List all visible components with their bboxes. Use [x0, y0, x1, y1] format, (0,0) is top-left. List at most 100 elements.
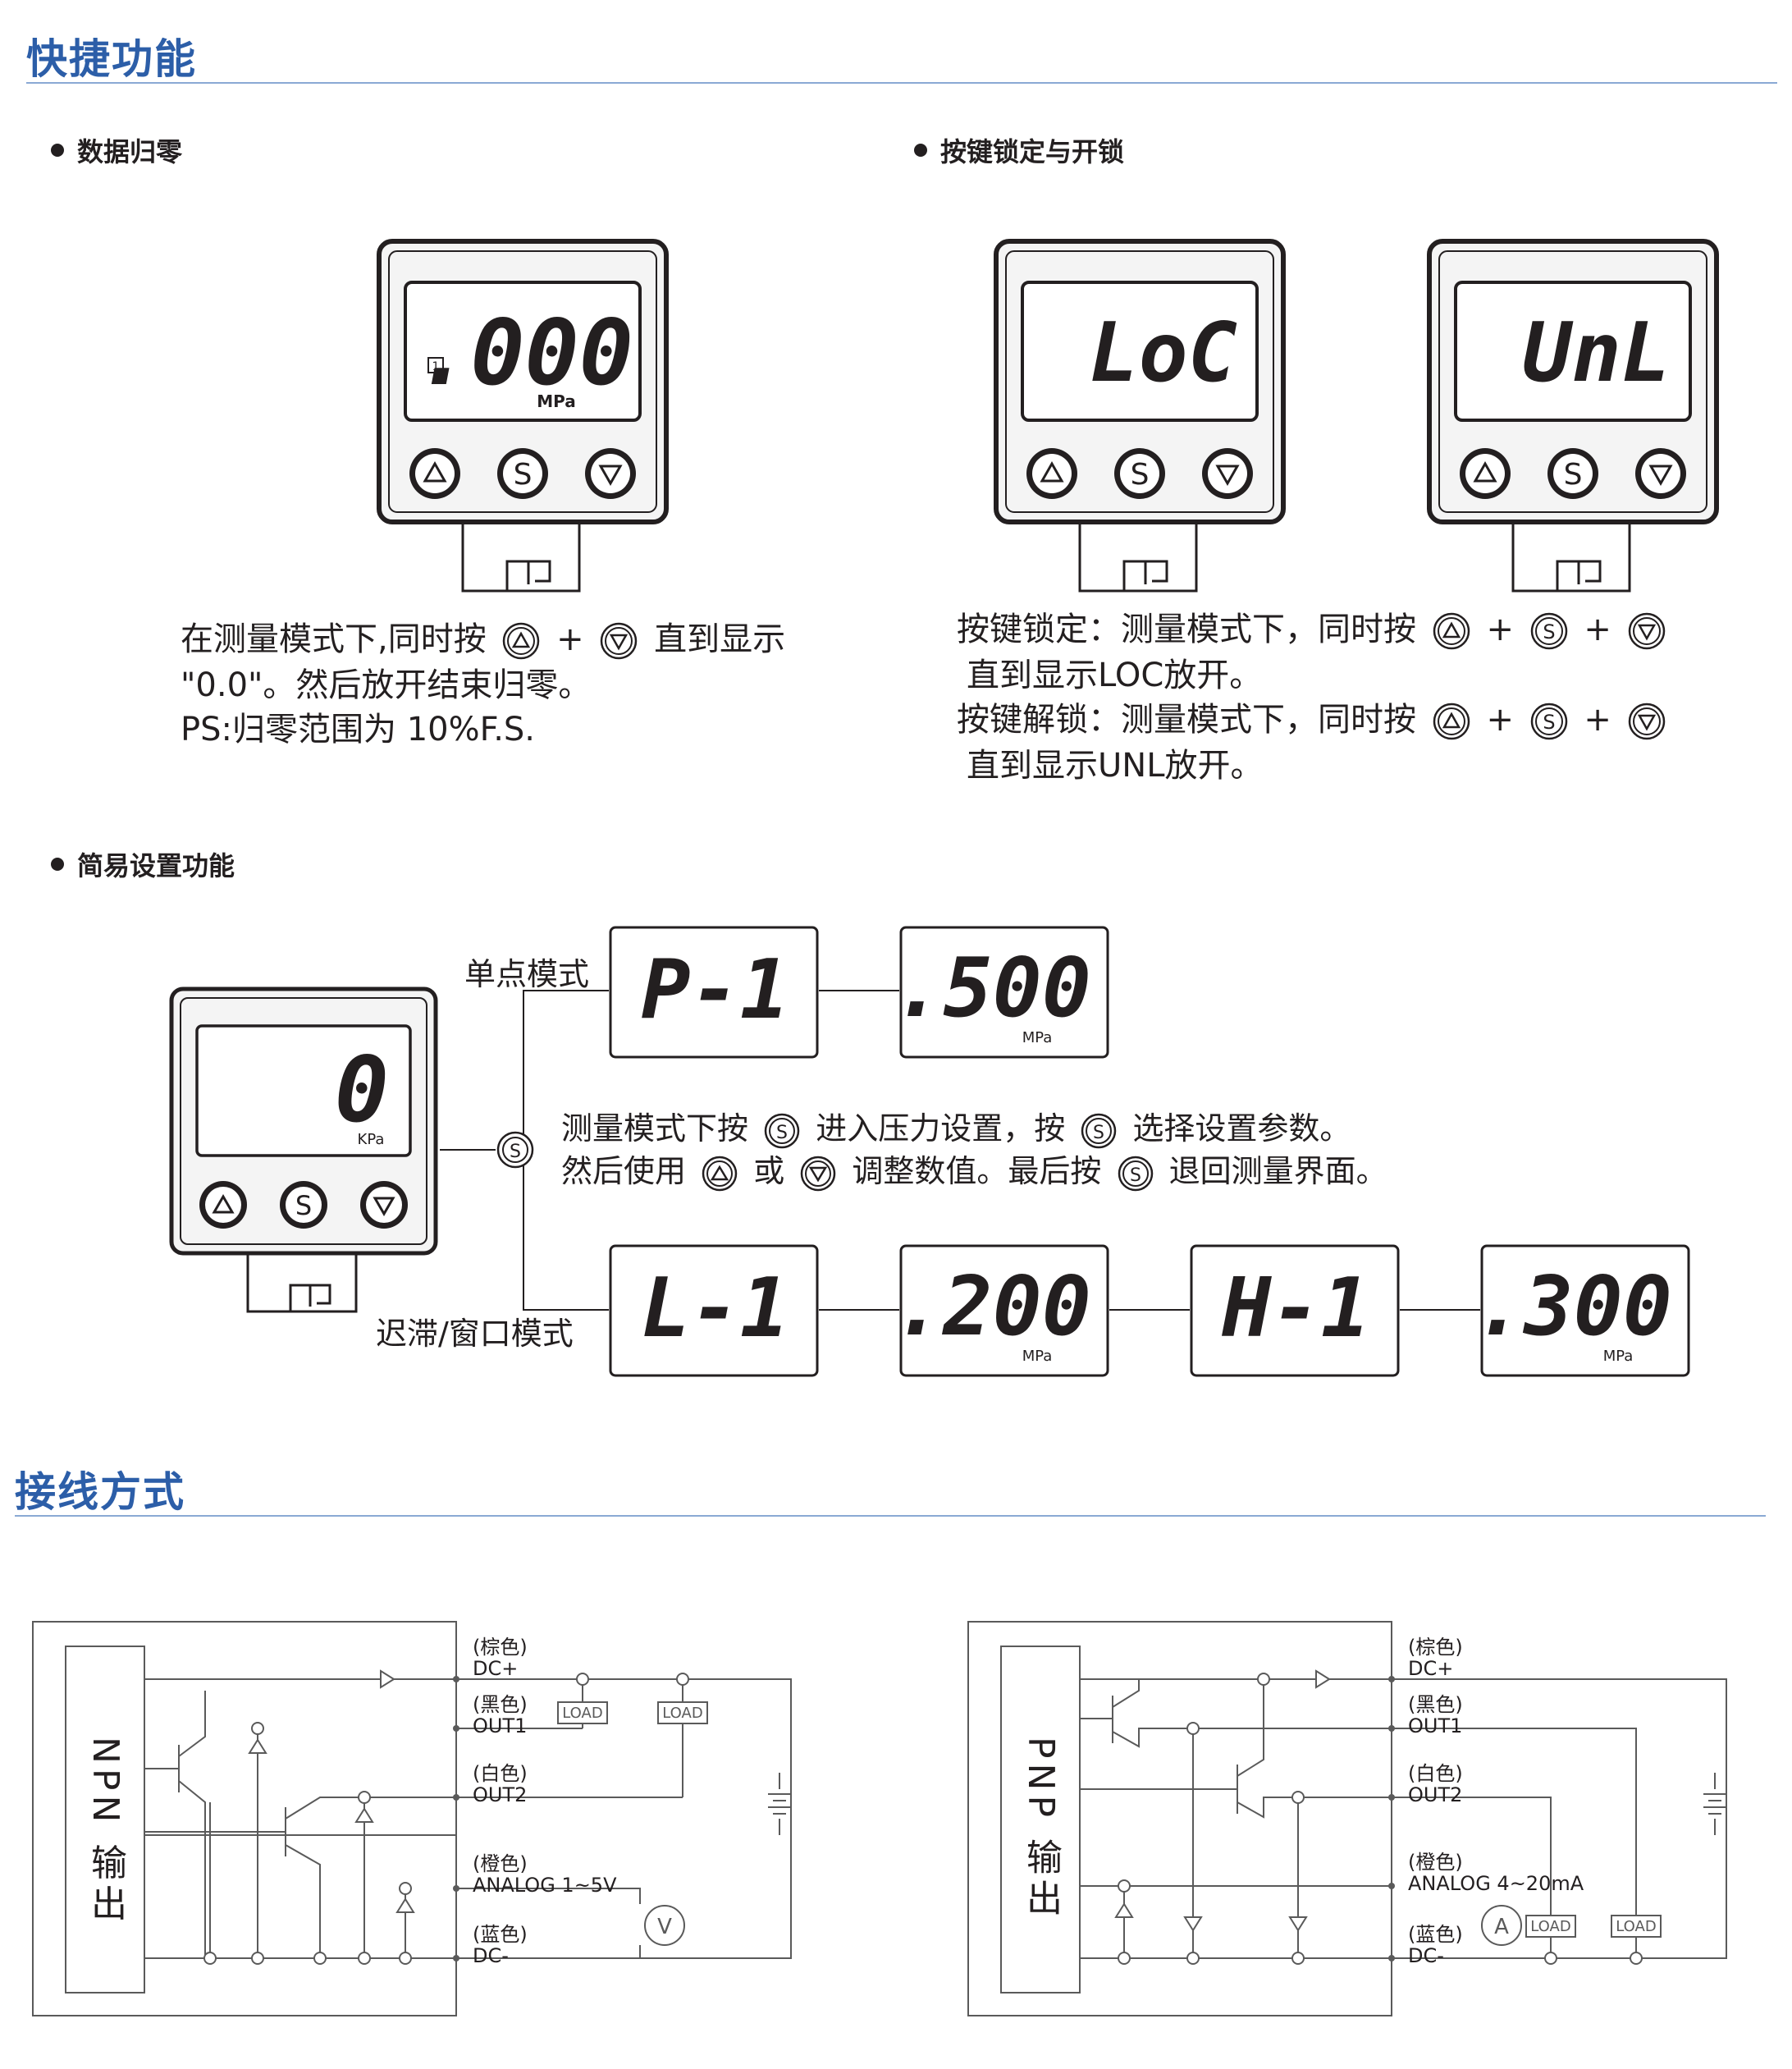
wire-color: (黑色): [473, 1693, 528, 1716]
lcd-unit: MPa: [1603, 1348, 1634, 1365]
button-up[interactable]: [1026, 448, 1077, 499]
lcd-text: .500: [894, 940, 1091, 1036]
plus-sign: +: [1486, 611, 1514, 648]
set-glyph: S: [510, 1142, 521, 1162]
set-button-icon: S: [1530, 703, 1567, 740]
npn-terminal-5: (蓝色)DC-: [473, 1924, 528, 1966]
button-set[interactable]: S: [280, 1181, 327, 1229]
pnp-terminal-1: (棕色)DC+: [1408, 1636, 1463, 1679]
pnp-terminal-3: (白色)OUT2: [1408, 1763, 1463, 1806]
desc-g: 退回测量界面。: [1168, 1153, 1387, 1189]
load-label: LOAD: [562, 1705, 602, 1722]
bullet-dot: [914, 144, 927, 157]
plus-sign: +: [1584, 701, 1611, 739]
button-set[interactable]: S: [1547, 448, 1598, 499]
zero-text-a: 在测量模式下,同时按: [181, 620, 487, 658]
display-value: 0: [335, 1037, 389, 1142]
load-label: LOAD: [1530, 1918, 1570, 1935]
wire-name: DC+: [1408, 1657, 1454, 1680]
npn-terminal-1: (棕色)DC+: [473, 1636, 528, 1679]
load-box: LOAD: [657, 1701, 708, 1724]
pnp-title: PNP 输出: [1020, 1737, 1062, 1920]
desc-b: 进入压力设置，按: [816, 1110, 1066, 1147]
desc-f: 调整数值。最后按: [852, 1153, 1102, 1189]
wire-color: (橙色): [473, 1852, 528, 1875]
lcd-p1: P-1: [609, 926, 819, 1059]
button-up[interactable]: [409, 448, 460, 499]
down-button-icon: [1628, 703, 1665, 740]
bullet-dot: [51, 144, 64, 157]
set-glyph: S: [295, 1190, 312, 1221]
load-box: LOAD: [1525, 1915, 1576, 1938]
simple-desc-line2: 然后使用 或 调整数值。最后按 S 退回测量界面。: [561, 1149, 1387, 1193]
out-marker: 1: [432, 360, 440, 373]
device-unlock: S UnL: [1427, 239, 1719, 593]
bullet-zero-label: 数据归零: [77, 136, 183, 167]
button-down[interactable]: [360, 1181, 408, 1229]
button-set[interactable]: S: [497, 448, 548, 499]
load-label: LOAD: [1616, 1918, 1656, 1935]
display-unit: MPa: [537, 391, 576, 411]
bullet-lock-label: 按键锁定与开锁: [940, 136, 1125, 167]
npn-terminal-2: (黑色)OUT1: [473, 1694, 528, 1737]
button-set[interactable]: S: [1114, 448, 1165, 499]
wire-name: DC-: [473, 1944, 509, 1967]
lcd-h1: H-1: [1190, 1244, 1400, 1377]
device-lock: S LoC: [994, 239, 1286, 593]
bullet-dot: [51, 858, 64, 871]
desc-d: 然后使用: [561, 1153, 687, 1189]
wire-color: (棕色): [1408, 1636, 1463, 1659]
set-button-icon: S: [1530, 612, 1567, 650]
set-glyph: S: [1130, 1165, 1141, 1186]
set-glyph: S: [1093, 1123, 1104, 1143]
button-down[interactable]: [1635, 448, 1686, 499]
up-button-icon: [1433, 703, 1470, 740]
unlock-text-a: 按键解锁：测量模式下，同时按: [957, 701, 1416, 739]
simple-desc-line1: 测量模式下按 S 进入压力设置，按 S 选择设置参数。: [561, 1106, 1351, 1151]
wire-color: (白色): [1408, 1762, 1463, 1785]
npn-terminal-4: (橙色)ANALOG 1~5V: [473, 1853, 617, 1896]
zero-text-line2: "0.0"。然后放开结束归零。: [181, 666, 592, 704]
down-button-icon: [601, 622, 638, 660]
set-button-icon: S: [496, 1131, 534, 1169]
button-up[interactable]: [1460, 448, 1511, 499]
lock-text-line1: 按键锁定：测量模式下，同时按 + S +: [957, 607, 1671, 652]
set-glyph: S: [514, 458, 533, 492]
load-box: LOAD: [1611, 1915, 1662, 1938]
plus-sign: +: [1584, 611, 1611, 648]
desc-e: 或: [753, 1153, 785, 1189]
plus-sign: +: [556, 620, 584, 658]
voltmeter-icon: V: [657, 1915, 672, 1939]
wire-color: (白色): [473, 1762, 528, 1785]
lcd-unit: MPa: [1022, 1029, 1053, 1046]
wire-color: (橙色): [1408, 1851, 1463, 1874]
desc-a: 测量模式下按: [561, 1110, 749, 1147]
button-up[interactable]: [199, 1181, 247, 1229]
wire-name: OUT1: [1408, 1714, 1463, 1737]
zero-text-line1: 在测量模式下,同时按 + 直到显示: [181, 617, 785, 661]
lcd-unit: MPa: [1022, 1348, 1053, 1365]
bullet-zero: 数据归零: [51, 131, 182, 169]
display-value: LoC: [1089, 304, 1237, 401]
lock-text-a: 按键锁定：测量模式下，同时按: [957, 611, 1416, 648]
button-down[interactable]: [1202, 448, 1253, 499]
window-mode-label: 迟滞/窗口模式: [376, 1316, 574, 1352]
wire-color: (棕色): [473, 1636, 528, 1659]
device-simple: S 0 KPa: [169, 986, 438, 1313]
wire-name: OUT2: [473, 1783, 528, 1806]
npn-terminal-3: (白色)OUT2: [473, 1763, 528, 1806]
zero-text-b: 直到显示: [654, 620, 786, 658]
lcd-text: .300: [1474, 1258, 1672, 1354]
wire-name: DC-: [1408, 1944, 1444, 1967]
button-down[interactable]: [585, 448, 636, 499]
display-value: .000: [416, 300, 633, 405]
pnp-terminal-5: (蓝色)DC-: [1408, 1924, 1463, 1966]
lock-text-line2: 直到显示LOC放开。: [967, 657, 1263, 694]
section-title-wiring: 接线方式: [15, 1468, 185, 1516]
lcd-text: P-1: [641, 941, 789, 1037]
device-zero: S 1 .000 MPa: [377, 239, 669, 593]
